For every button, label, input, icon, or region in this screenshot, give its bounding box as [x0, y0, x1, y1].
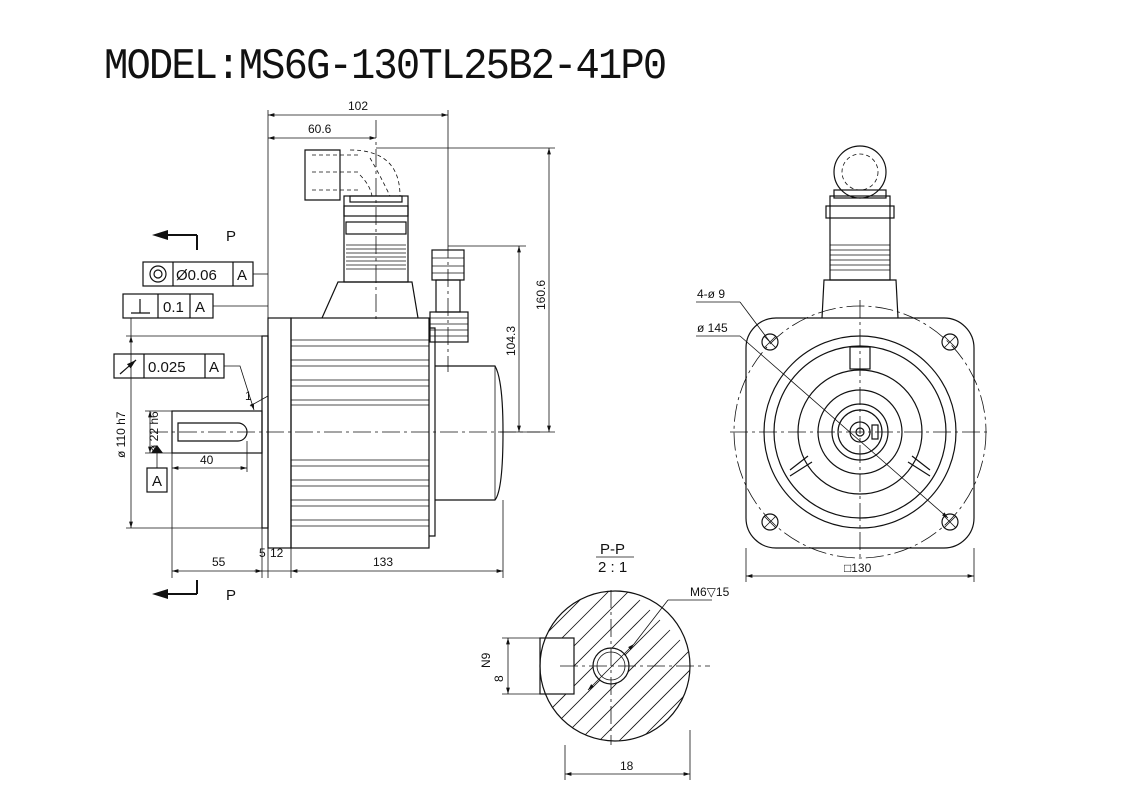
svg-text:A: A	[237, 267, 247, 284]
dim-60-6: 60.6	[308, 122, 332, 136]
model-title: MODEL:MS6G-130TL25B2-41P0	[104, 42, 667, 92]
datum-a: A	[146, 445, 168, 493]
shaft-key	[177, 422, 248, 442]
encoder-connector	[429, 240, 469, 372]
section-key-tol: N9	[479, 652, 493, 668]
concentricity-frame: Ø0.06 A	[142, 261, 268, 287]
svg-text:Ø0.06: Ø0.06	[176, 267, 217, 284]
cooling-fins	[291, 339, 429, 527]
dim-110: ø 110 h7	[114, 411, 128, 458]
dim-160-6: 160.6	[534, 280, 548, 310]
runout-frame: 0.025 A	[113, 353, 255, 411]
section-thread: M6▽15	[690, 585, 730, 599]
section-label: P-P	[600, 541, 625, 558]
svg-text:P: P	[226, 587, 236, 604]
dim-1: 1	[245, 389, 252, 403]
dim-12: 12	[270, 546, 284, 560]
mounting-flange	[267, 317, 292, 549]
section-mark-bottom: P	[152, 580, 236, 604]
runout-icon	[119, 359, 137, 375]
svg-text:A: A	[209, 359, 219, 376]
dim-133: 133	[373, 555, 393, 569]
perpendicularity-frame: 0.1 A	[122, 293, 268, 336]
dim-pcd: ø 145	[697, 321, 728, 335]
encoder-cover	[435, 365, 504, 501]
svg-text:P: P	[226, 228, 236, 245]
dim-5: 5	[259, 546, 266, 560]
section-mark-top: P	[152, 228, 236, 250]
dim-22: ø 22 h6	[147, 411, 161, 452]
motor-body	[290, 317, 430, 549]
svg-text:A: A	[152, 473, 162, 490]
power-connector	[304, 120, 409, 320]
dim-104-3: 104.3	[504, 326, 518, 356]
svg-text:0.025: 0.025	[148, 359, 186, 376]
dim-102: 102	[348, 99, 368, 113]
dim-flange: □130	[844, 561, 872, 575]
section-key-width: 8	[492, 675, 506, 682]
svg-text:A: A	[195, 299, 205, 316]
perpendicularity-icon	[131, 299, 150, 314]
svg-text:0.1: 0.1	[163, 299, 184, 316]
concentricity-icon	[149, 265, 167, 283]
dim-holes: 4-ø 9	[697, 287, 725, 301]
bolt-holes	[761, 333, 959, 531]
section-view: P-P 2 : 1 M6▽15	[479, 541, 730, 780]
dim-40: 40	[200, 453, 214, 467]
side-view: 102 60.6 160.6 104.3 ø 110 h7 ø 22 h6 40	[113, 99, 555, 604]
connector-base	[321, 281, 419, 319]
front-view: 4-ø 9 ø 145 □130	[696, 145, 990, 582]
section-scale: 2 : 1	[598, 559, 627, 576]
dim-55: 55	[212, 555, 226, 569]
section-shaft-dia: 18	[620, 759, 634, 773]
